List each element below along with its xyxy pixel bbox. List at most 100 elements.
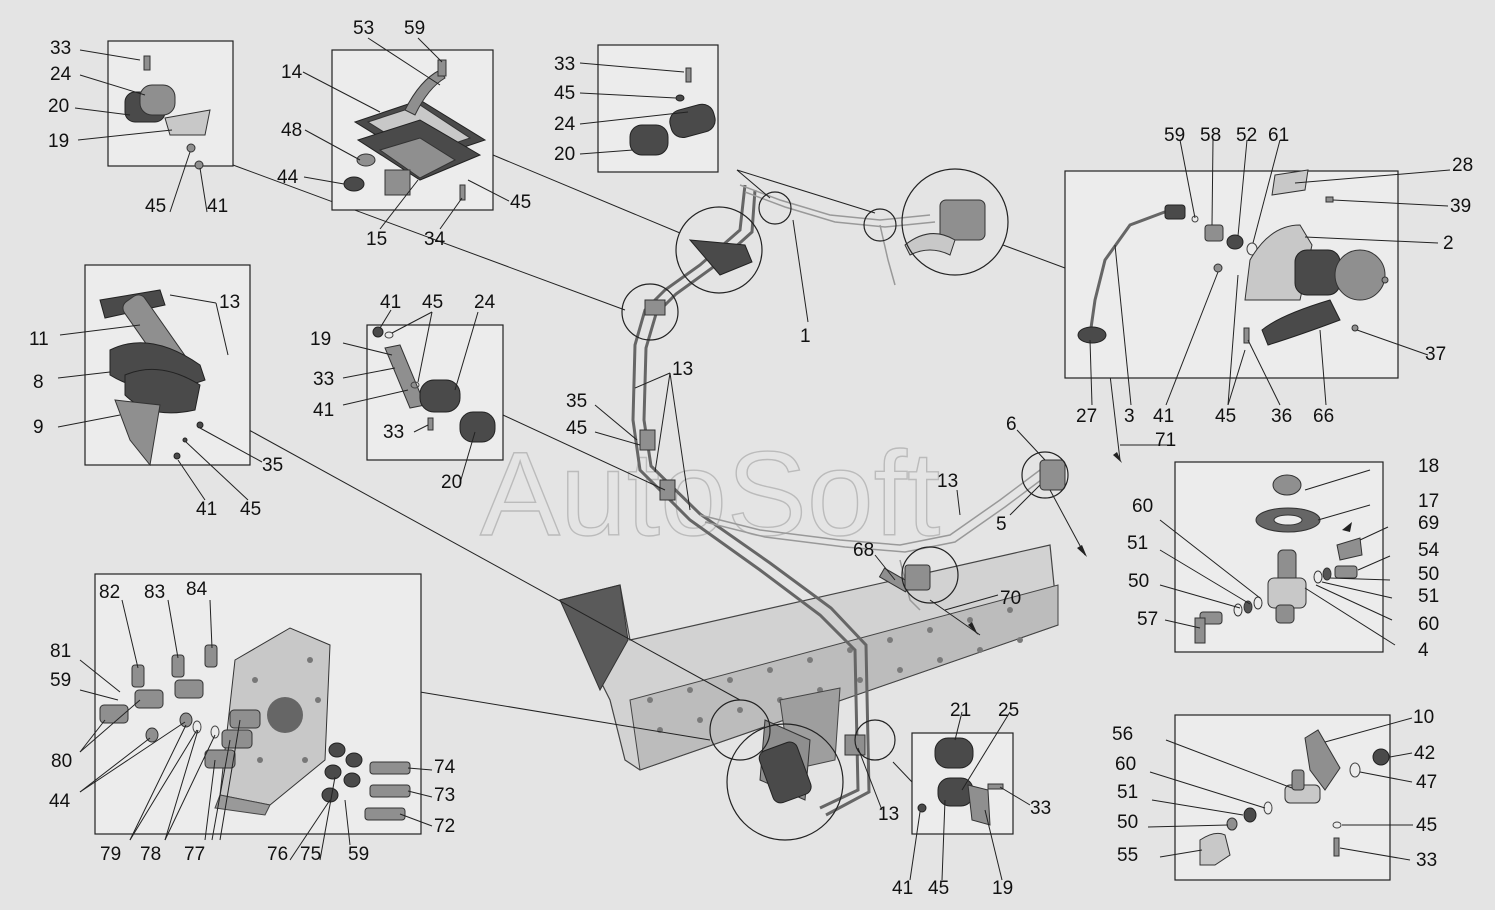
- box-3-labels: 33 45 24 20: [554, 54, 576, 165]
- callout-label: 51: [1418, 586, 1439, 607]
- callout-label: 66: [1313, 406, 1334, 427]
- callout-label: 45: [928, 878, 949, 899]
- box-6-labels: 41 45 24 19 33 41 33 20: [310, 292, 496, 493]
- callout-label: 84: [186, 579, 208, 600]
- callout-label: 39: [1450, 196, 1471, 217]
- callout-label: 41: [380, 292, 401, 313]
- callout-label: 45: [1215, 406, 1236, 427]
- callout-label: 75: [300, 844, 321, 865]
- detail-box-3: [579, 44, 719, 173]
- box-8-labels: 82 83 84 81 59 80 44 74 73 72 79 78 77 7…: [49, 579, 456, 865]
- frame-member: [559, 544, 1059, 771]
- callout-label: 33: [383, 422, 404, 443]
- detail-box-5: [57, 264, 263, 501]
- callout-label: 18: [1418, 456, 1439, 477]
- detail-box-4: [1064, 139, 1451, 446]
- callout-label: 69: [1418, 513, 1439, 534]
- box-2-labels: 53 59 14 48 44 15 34 45: [277, 18, 531, 250]
- callout-label: 2: [1443, 233, 1454, 254]
- callout-label: 48: [281, 120, 302, 141]
- detail-box-2: [302, 37, 510, 230]
- callout-label: 35: [262, 455, 283, 476]
- callout-label: 4: [1418, 640, 1429, 661]
- callout-label: 59: [348, 844, 369, 865]
- callout-label: 44: [49, 791, 71, 812]
- callout-label: 56: [1112, 724, 1133, 745]
- callout-label: 33: [1030, 798, 1051, 819]
- callout-label: 10: [1413, 707, 1434, 728]
- connector-lines: [232, 154, 1121, 783]
- callout-label: 13: [672, 359, 693, 380]
- detail-circles: [621, 168, 1069, 841]
- callout-label: 82: [99, 582, 120, 603]
- detail-box-9: [909, 711, 1031, 881]
- callout-label: 71: [1155, 430, 1176, 451]
- callout-label: 24: [50, 64, 72, 85]
- callout-label: 8: [33, 372, 44, 393]
- callout-label: 15: [366, 229, 387, 250]
- callout-label: 1: [800, 326, 811, 347]
- arrows: [968, 452, 1352, 635]
- watermark: AutoSoft: [480, 427, 940, 561]
- callout-label: 33: [313, 369, 334, 390]
- callout-label: 59: [50, 670, 71, 691]
- callout-label: 28: [1452, 155, 1473, 176]
- callout-label: 45: [422, 292, 443, 313]
- callout-label: 50: [1117, 812, 1138, 833]
- callout-label: 3: [1124, 406, 1135, 427]
- callout-label: 45: [510, 192, 531, 213]
- callout-label: 41: [1153, 406, 1174, 427]
- callout-label: 21: [950, 700, 971, 721]
- detail-box-1: [74, 40, 234, 213]
- callout-label: 45: [566, 418, 587, 439]
- callout-label: 78: [140, 844, 161, 865]
- callout-label: 70: [1000, 588, 1021, 609]
- callout-label: 33: [1416, 850, 1437, 871]
- callout-label: 83: [144, 582, 165, 603]
- callout-label: 52: [1236, 125, 1257, 146]
- callout-label: 6: [1006, 414, 1017, 435]
- callout-label: 13: [937, 471, 958, 492]
- callout-label: 44: [277, 167, 299, 188]
- box-1-labels: 33 24 20 19 45 41: [48, 38, 228, 217]
- detail-box-10: [1147, 714, 1413, 881]
- callout-label: 60: [1132, 496, 1153, 517]
- callout-label: 24: [474, 292, 496, 313]
- box-10-labels: 10 42 47 56 60 51 50 55 45 33: [1112, 707, 1437, 871]
- callout-label: 20: [441, 472, 462, 493]
- box-5-labels: 13 11 8 9 35 41 45: [29, 292, 283, 520]
- detail-box-6: [342, 309, 504, 484]
- callout-label: 59: [404, 18, 425, 39]
- main-labels: 1 13 35 45 6 13 5 68 70 13: [566, 219, 1046, 825]
- callout-label: 41: [196, 499, 217, 520]
- callout-label: 13: [878, 804, 899, 825]
- callout-label: 51: [1117, 782, 1138, 803]
- callout-label: 50: [1418, 564, 1439, 585]
- box-7-labels: 18 17 69 54 50 51 60 4 60 51 50 57: [1127, 456, 1440, 661]
- callout-label: 51: [1127, 533, 1148, 554]
- callout-label: 50: [1128, 571, 1149, 592]
- callout-label: 45: [240, 499, 261, 520]
- callout-label: 19: [992, 878, 1013, 899]
- callout-label: 20: [554, 144, 575, 165]
- callout-label: 34: [424, 229, 446, 250]
- callout-label: 9: [33, 417, 44, 438]
- callout-label: 14: [281, 62, 303, 83]
- callout-label: 60: [1418, 614, 1439, 635]
- callout-label: 76: [267, 844, 288, 865]
- callout-label: 58: [1200, 125, 1221, 146]
- callout-label: 25: [998, 700, 1019, 721]
- callout-label: 19: [48, 131, 69, 152]
- callout-label: 80: [51, 751, 72, 772]
- callout-label: 57: [1137, 609, 1158, 630]
- callout-label: 73: [434, 785, 455, 806]
- callout-label: 41: [313, 400, 334, 421]
- callout-label: 45: [145, 196, 166, 217]
- callout-label: 53: [353, 18, 374, 39]
- callout-label: 33: [50, 38, 71, 59]
- callout-label: 74: [434, 757, 456, 778]
- callout-label: 72: [434, 816, 455, 837]
- callout-label: 37: [1425, 344, 1446, 365]
- box-4-labels: 59 58 52 61 28 39 2 27 3 41 45 36 66 37 …: [1076, 125, 1473, 451]
- callout-label: 36: [1271, 406, 1292, 427]
